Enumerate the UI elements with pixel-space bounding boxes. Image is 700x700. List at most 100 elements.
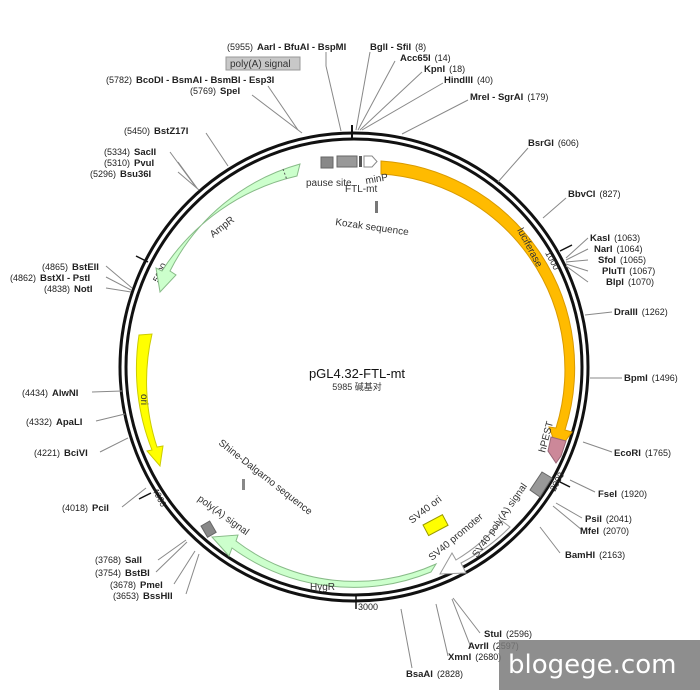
boxed-polya-tag bbox=[225, 56, 301, 71]
minp-feature bbox=[363, 155, 378, 168]
site-draiii: DraIII(1262) bbox=[614, 307, 668, 318]
leader-apali bbox=[95, 413, 126, 422]
site-sacii: (5334)SacII bbox=[104, 147, 156, 158]
site-hindiii: HindIII(40) bbox=[444, 75, 493, 86]
leader-kasi bbox=[565, 237, 589, 259]
leader-bstbi bbox=[155, 541, 188, 573]
tick-1000 bbox=[559, 244, 573, 252]
ori-label: ori bbox=[138, 394, 149, 405]
kozak-marker-top bbox=[359, 156, 362, 167]
luciferase-feature bbox=[380, 160, 576, 453]
polya-signal-block bbox=[200, 520, 217, 538]
backbone-inner-ring bbox=[124, 137, 584, 597]
site-sali: (3768)SalI bbox=[95, 555, 142, 566]
site-bstz17i: (5450)BstZ17I bbox=[124, 126, 188, 137]
site-xmni: XmnI(2680) bbox=[448, 652, 501, 663]
tick-4000 bbox=[138, 492, 152, 500]
ftl-mt-label: FTL-mt bbox=[345, 184, 377, 195]
leader-bcodi bbox=[267, 85, 299, 131]
tick-5000 bbox=[135, 255, 149, 263]
tick-2000 bbox=[557, 480, 571, 488]
site-bsshii: (3653)BssHII bbox=[113, 591, 173, 602]
ori-feature bbox=[135, 333, 164, 468]
leader-bsrgi bbox=[497, 147, 529, 183]
leader-bsteii bbox=[105, 265, 133, 289]
site-spei: (5769)SpeI bbox=[190, 86, 240, 97]
leader-aari-b bbox=[325, 65, 342, 132]
leader-bsu36i bbox=[177, 171, 200, 191]
sv40-ori-feature bbox=[422, 513, 449, 537]
site-kasi: KasI(1063) bbox=[590, 233, 640, 244]
leader-draiii bbox=[584, 311, 613, 316]
site-mrei: MreI - SgrAI(179) bbox=[470, 92, 548, 103]
leader-stui bbox=[452, 597, 481, 634]
leader-pluti bbox=[565, 263, 589, 272]
leader-spei bbox=[251, 94, 303, 134]
leader-kpni bbox=[359, 71, 423, 131]
leader-nari bbox=[565, 248, 589, 261]
site-apali: (4332)ApaLI bbox=[26, 417, 82, 428]
site-kpni: KpnI(18) bbox=[424, 64, 465, 75]
leader-pmei bbox=[173, 550, 196, 585]
site-pcii: (4018)PciI bbox=[62, 503, 109, 514]
minp-label: minP bbox=[365, 172, 390, 187]
hygr-feature bbox=[210, 534, 438, 588]
ftl-mt-block bbox=[336, 155, 358, 168]
site-sfoi: SfoI(1065) bbox=[598, 255, 646, 266]
leader-pstI bbox=[105, 276, 132, 291]
hygr-label: HygR bbox=[310, 582, 335, 593]
leader-blpi bbox=[565, 265, 589, 283]
shine-dalgarno-block bbox=[242, 479, 245, 490]
leader-fsei bbox=[569, 479, 596, 493]
leader-bamhi bbox=[539, 526, 561, 554]
leader-acc65i bbox=[357, 60, 396, 131]
leader-bsshii bbox=[185, 553, 200, 595]
kozak-label: Kozak sequence bbox=[335, 217, 410, 238]
site-noti: (4838)NotI bbox=[44, 284, 92, 295]
site-blpi: BlpI(1070) bbox=[606, 277, 654, 288]
leader-bstz17i bbox=[205, 132, 229, 167]
site-pluti: PluTI(1067) bbox=[602, 266, 655, 277]
site-bgli: BglI - SfiI(8) bbox=[370, 42, 426, 53]
kozak-block bbox=[375, 201, 378, 213]
site-bbvci: BbvCI(827) bbox=[568, 189, 620, 200]
site-acc65i: Acc65I(14) bbox=[400, 53, 451, 64]
site-fsei: FseI(1920) bbox=[598, 489, 647, 500]
site-nari: NarI(1064) bbox=[594, 244, 643, 255]
leader-sali bbox=[157, 539, 187, 561]
site-alwni: (4434)AlwNI bbox=[22, 388, 78, 399]
site-bcodi: (5782)BcoDI - BsmAI - BsmBI - Esp3I bbox=[106, 75, 274, 86]
leader-mrei bbox=[401, 99, 469, 135]
leader-xmni bbox=[435, 603, 449, 657]
tick-label-2000: 2000 bbox=[548, 471, 566, 493]
leader-sfoi bbox=[565, 259, 589, 263]
sv40-promoter-arrow bbox=[439, 520, 511, 575]
site-bcivi: (4221)BciVI bbox=[34, 448, 88, 459]
site-ecori: EcoRI(1765) bbox=[614, 448, 671, 459]
ampr-label: AmpR bbox=[208, 215, 237, 241]
leader-alwni bbox=[91, 390, 123, 393]
site-aari: (5955)AarI - BfuAI - BspMI bbox=[227, 42, 346, 53]
site-bsaai: BsaAI(2828) bbox=[406, 669, 463, 680]
site-bstbi: (3754)BstBI bbox=[95, 568, 150, 579]
leader-mfei bbox=[552, 505, 583, 531]
site-leader-lines bbox=[91, 51, 622, 669]
site-pmei: (3678)PmeI bbox=[110, 580, 163, 591]
watermark-background bbox=[499, 640, 700, 690]
pause-site-block bbox=[320, 156, 334, 169]
leader-bbvci bbox=[542, 197, 567, 219]
leader-bsaai bbox=[400, 608, 413, 669]
site-bamhi: BamHI(2163) bbox=[565, 550, 625, 561]
leader-pvui bbox=[177, 161, 198, 189]
leader-bcivi bbox=[99, 437, 129, 453]
pause-site-label: pause site bbox=[306, 178, 352, 189]
site-bsrgi: BsrGI(606) bbox=[528, 138, 579, 149]
sv40-polya-block bbox=[529, 471, 553, 498]
leader-noti bbox=[105, 287, 132, 293]
hpest-feature bbox=[547, 436, 567, 464]
site-bsu36i: (5296)Bsu36I bbox=[90, 169, 151, 180]
site-psii: PsiI(2041) bbox=[585, 514, 632, 525]
leader-hindiii bbox=[361, 82, 444, 131]
